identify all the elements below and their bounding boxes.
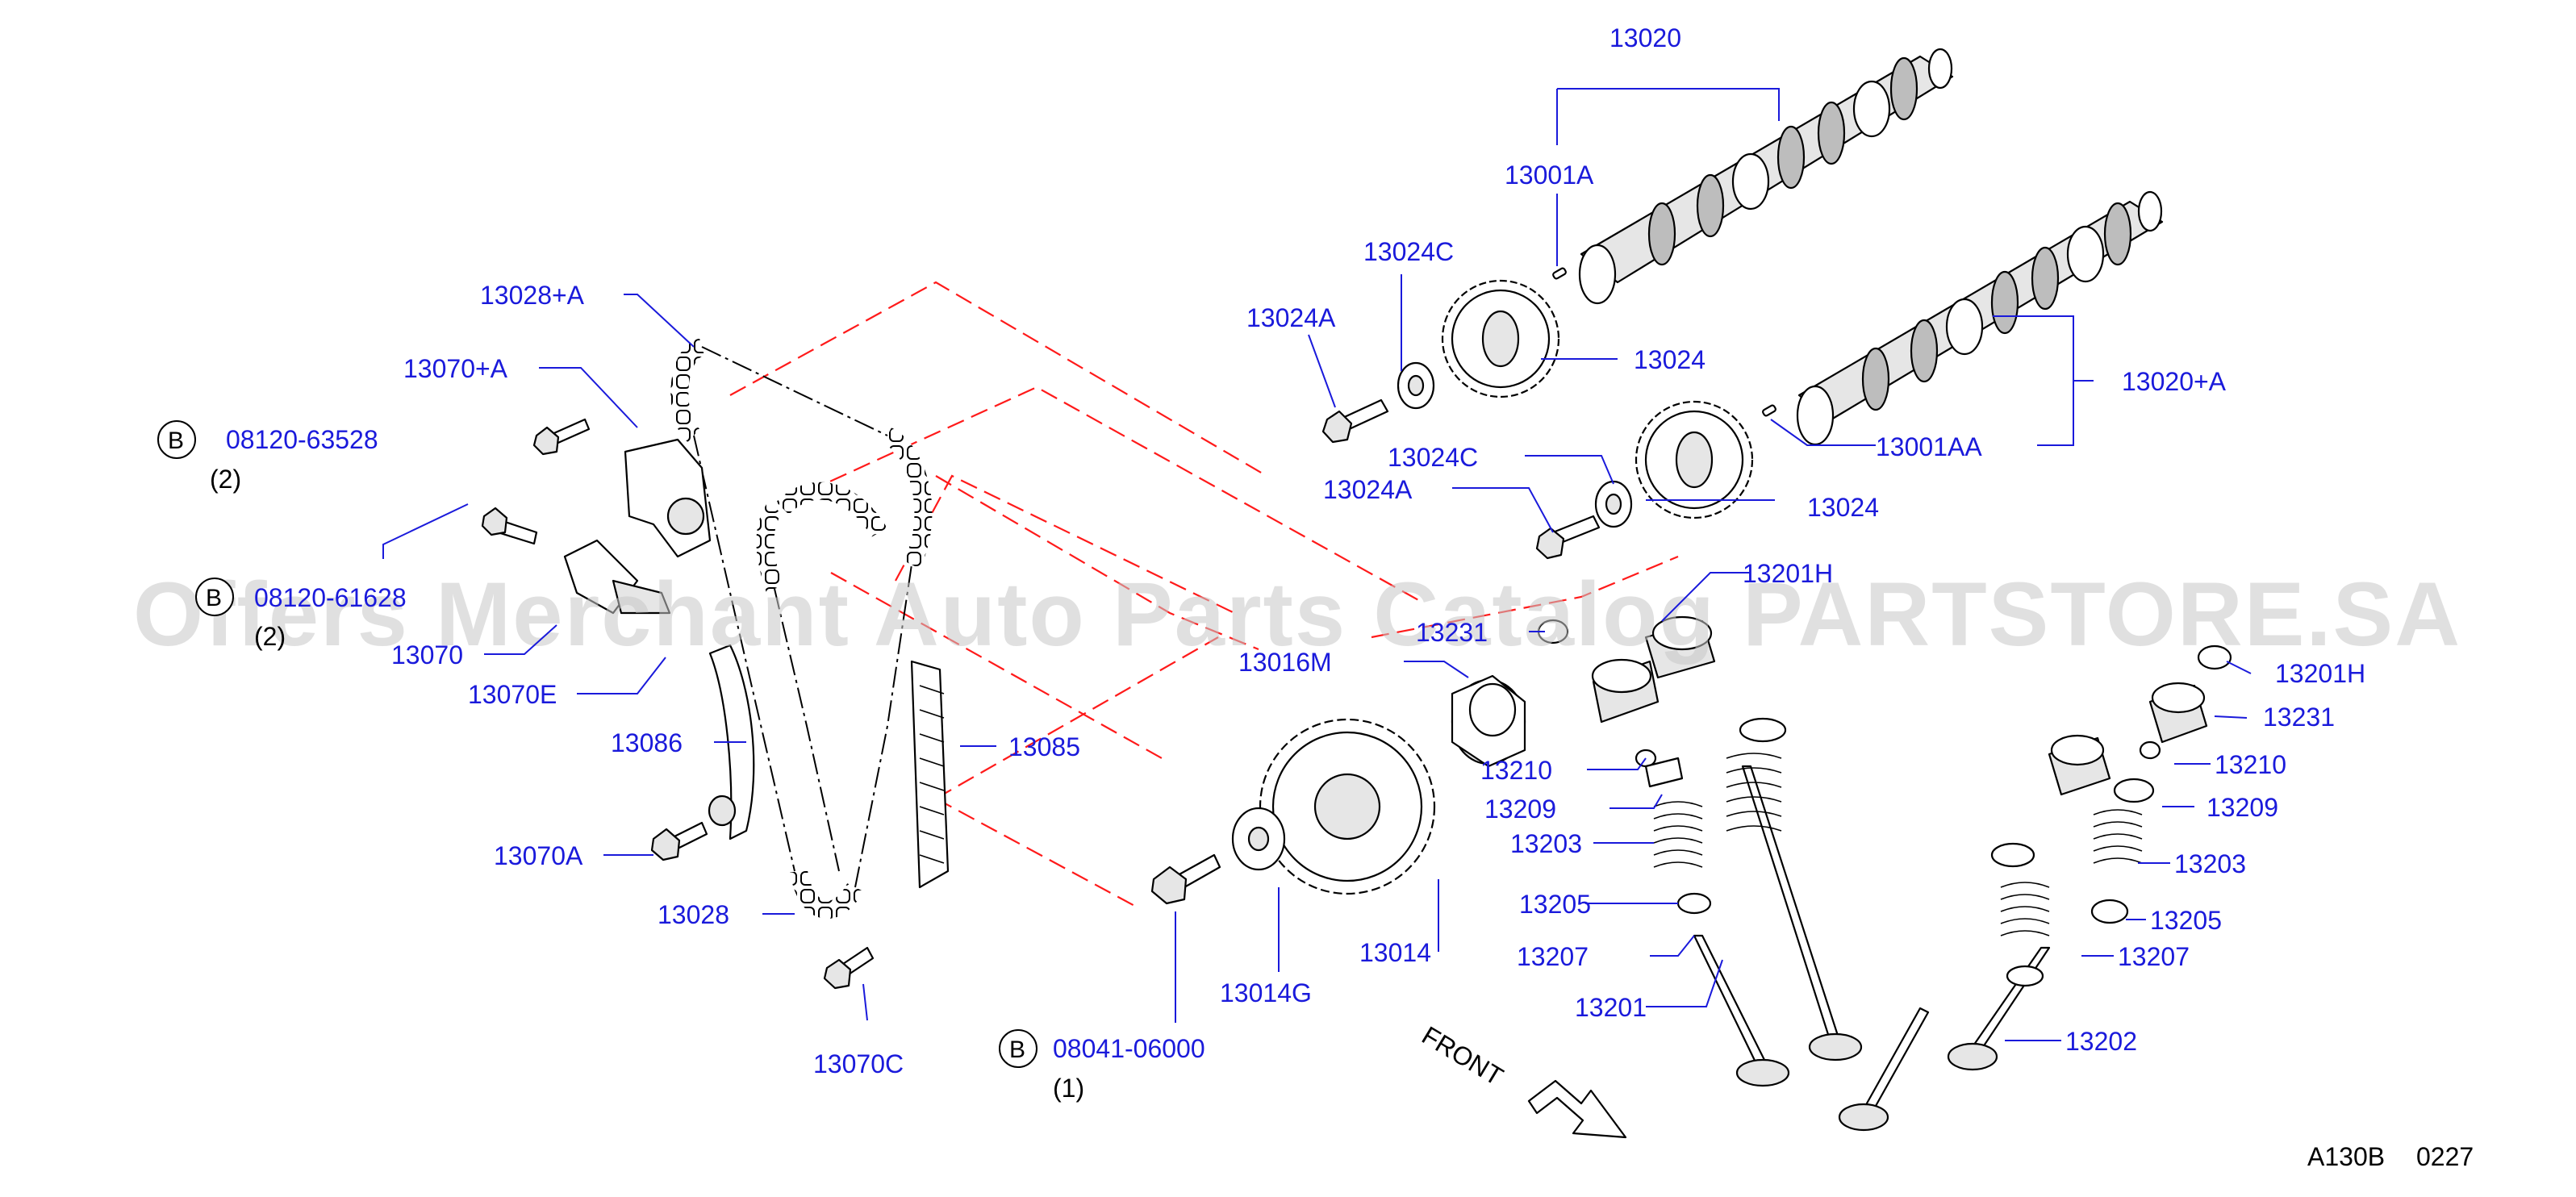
callout-b-2: B (195, 578, 234, 616)
qty-08041-06000: (1) (1053, 1074, 1084, 1103)
callout-b-3: B (999, 1029, 1037, 1068)
label-13203-left: 13203 (1510, 829, 1582, 858)
label-13210-left: 13210 (1480, 756, 1552, 785)
timing-chain-13028 (693, 346, 912, 919)
label-08120-63528: 08120-63528 (226, 425, 378, 454)
bolt-08120-63528 (532, 418, 591, 456)
label-13014: 13014 (1359, 938, 1431, 967)
front-arrow-icon (1527, 1079, 1627, 1139)
bolt-13024A-lower (1535, 515, 1601, 560)
label-13024C-lower: 13024C (1388, 443, 1478, 472)
label-13070C: 13070C (813, 1049, 904, 1078)
label-13231-right: 13231 (2263, 703, 2335, 732)
part-labels: 13020 13001A 13024C 13024A 13024 13020+A… (210, 23, 2365, 1103)
label-13210-right: 13210 (2215, 750, 2286, 779)
label-13024A-upper: 13024A (1246, 303, 1336, 332)
label-13201H-right: 13201H (2275, 659, 2365, 688)
label-13085: 13085 (1008, 732, 1080, 761)
label-13205-left: 13205 (1519, 890, 1591, 919)
label-13024A-lower: 13024A (1323, 475, 1413, 504)
label-13001A: 13001A (1505, 161, 1594, 190)
washer-13024C-lower (1594, 480, 1633, 528)
svg-text:B: B (168, 428, 184, 454)
label-13016M: 13016M (1238, 648, 1332, 677)
chain-tensioner-13070 (563, 438, 712, 615)
bolt-13070A (650, 821, 708, 861)
label-13024-upper: 13024 (1634, 345, 1706, 374)
valve-assembly-right (1838, 644, 2232, 1132)
label-13207-right: 13207 (2118, 942, 2190, 971)
bolt-08041-06000 (1150, 853, 1221, 905)
label-13205-right: 13205 (2150, 906, 2222, 935)
diagram-number-text: 0227 (2416, 1142, 2474, 1171)
label-13070A-plus: 13070+A (403, 354, 508, 383)
washer-13024C-upper (1397, 361, 1435, 410)
label-13028A: 13028+A (480, 281, 585, 310)
diagram-code: A130B 0227 (2307, 1142, 2474, 1171)
watermark-text: Offers Merchant Auto Parts Catalog PARTS… (133, 564, 2461, 665)
timing-chain-13028A (670, 338, 933, 592)
label-13207-left: 13207 (1517, 942, 1589, 971)
qty-08120-61628: (2) (254, 622, 286, 651)
camshaft-13020A (1762, 190, 2164, 446)
assembly-guide-lines (729, 281, 1679, 908)
camshaft-13020 (1552, 48, 1954, 305)
label-13014G: 13014G (1220, 978, 1312, 1007)
bolt-13024A-upper (1321, 398, 1389, 444)
svg-text:B: B (206, 585, 222, 611)
label-13020A: 13020+A (2122, 367, 2227, 396)
label-08041-06000: 08041-06000 (1053, 1034, 1205, 1063)
label-13209-right: 13209 (2207, 793, 2278, 822)
sprocket-13016M (1451, 674, 1526, 768)
sprocket-13014 (1259, 718, 1436, 895)
label-13209-left: 13209 (1484, 795, 1556, 824)
label-13086: 13086 (611, 728, 683, 757)
svg-text:B: B (1009, 1036, 1025, 1063)
label-13020: 13020 (1609, 23, 1681, 52)
label-13001AA: 13001AA (1876, 432, 1982, 461)
cam-sprocket-13024-lower (1635, 400, 1754, 519)
qty-08120-63528: (2) (210, 465, 241, 494)
label-13070: 13070 (391, 640, 463, 669)
cam-sprocket-13024-upper (1441, 279, 1560, 398)
bolt-13070C (823, 946, 875, 990)
bolt-08120-61628 (481, 507, 538, 545)
label-13203-right: 13203 (2174, 849, 2246, 878)
label-13231-left: 13231 (1416, 618, 1488, 647)
diagram-code-text: A130B (2307, 1142, 2385, 1171)
label-13070E: 13070E (468, 680, 557, 709)
label-13201H-left: 13201H (1743, 559, 1833, 588)
label-13201: 13201 (1575, 993, 1647, 1022)
callout-b-1: B (157, 420, 196, 459)
label-13024-lower: 13024 (1807, 493, 1879, 522)
leader-lines (382, 88, 2252, 1041)
front-label: FRONT (1417, 1020, 1508, 1091)
label-08120-61628: 08120-61628 (254, 583, 407, 612)
label-13202: 13202 (2065, 1027, 2137, 1056)
label-13070A: 13070A (494, 841, 583, 870)
label-13028: 13028 (658, 900, 729, 929)
washer-13014G (1231, 807, 1286, 871)
chain-guide-13085 (910, 660, 950, 889)
front-indicator: FRONT (1417, 1020, 1627, 1139)
label-13024C-upper: 13024C (1363, 237, 1454, 266)
